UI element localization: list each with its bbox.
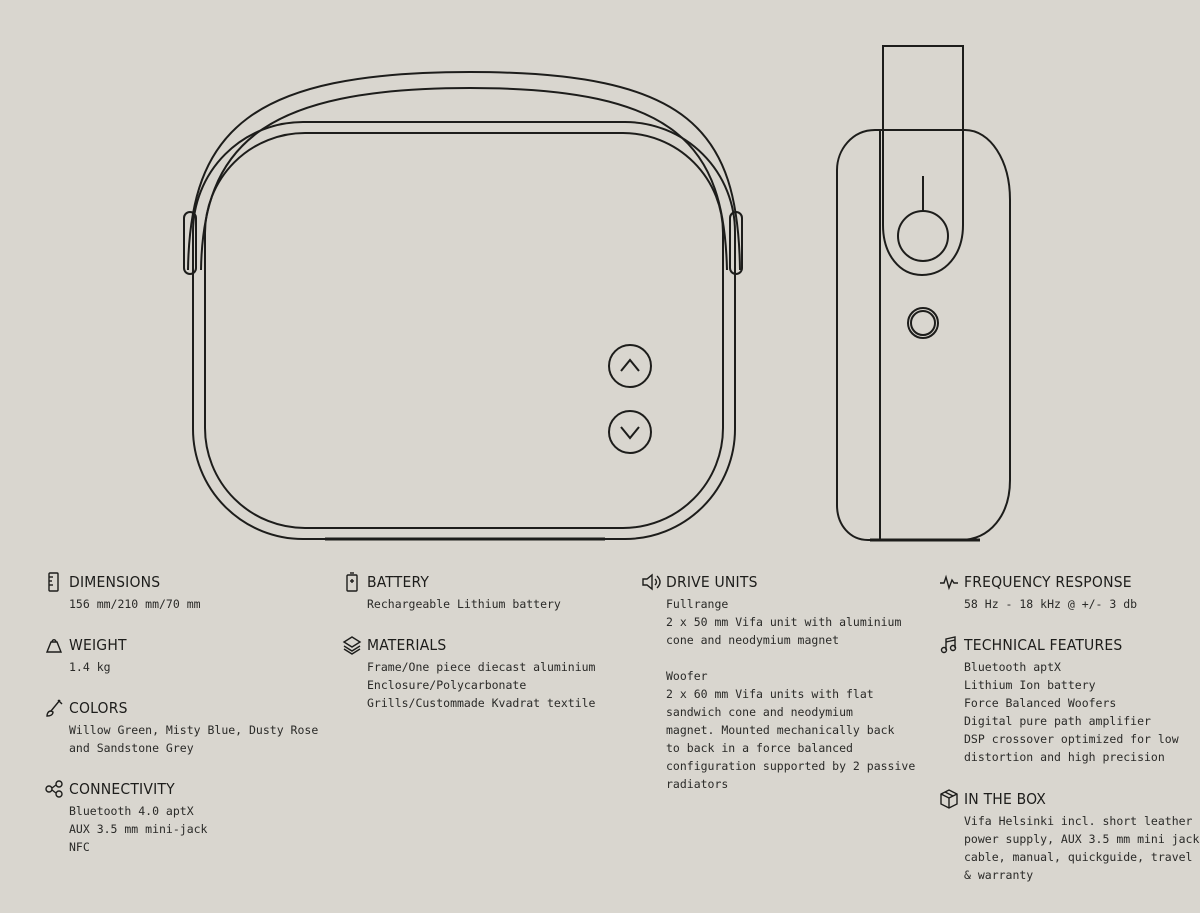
spec-in-the-box: IN THE BOX Vifa Helsinki incl. short lea… <box>940 788 1200 884</box>
spec-line: distortion and high precision <box>964 750 1165 764</box>
spec-line: Enclosure/Polycarbonate <box>367 678 527 692</box>
spec-line: 2 x 50 mm Vifa unit with aluminium <box>666 615 902 629</box>
spec-line: 1.4 kg <box>69 660 111 674</box>
spec-title: MATERIALS <box>367 636 447 654</box>
spec-line: 58 Hz - 18 kHz @ +/- 3 db <box>964 597 1138 611</box>
speaker-icon <box>640 571 662 593</box>
brush-icon <box>43 697 65 719</box>
spec-title: IN THE BOX <box>964 790 1047 808</box>
spec-title: CONNECTIVITY <box>69 780 175 798</box>
spec-technical-features: TECHNICAL FEATURES Bluetooth aptX Lithiu… <box>940 634 1179 766</box>
spec-line: radiators <box>666 777 729 791</box>
ruler-icon <box>43 571 65 593</box>
battery-icon <box>341 571 363 593</box>
network-icon <box>43 778 65 800</box>
spec-title: DRIVE UNITS <box>666 573 758 591</box>
layers-icon <box>341 634 363 656</box>
weight-icon <box>43 634 65 656</box>
spec-title: BATTERY <box>367 573 430 591</box>
spec-line: AUX 3.5 mm mini-jack <box>69 822 208 836</box>
spec-title: FREQUENCY RESPONSE <box>964 573 1132 591</box>
spec-line: cable, manual, quickguide, travel bag <box>964 850 1200 864</box>
box-icon <box>938 788 960 810</box>
volume-down-button-drawing <box>608 410 652 454</box>
spec-line: DSP crossover optimized for low <box>964 732 1179 746</box>
spec-line: Vifa Helsinki incl. short leather strap, <box>964 814 1200 828</box>
spec-line: cone and neodymium magnet <box>666 633 840 647</box>
spec-battery: BATTERY Rechargeable Lithium battery <box>346 571 561 613</box>
waveform-icon <box>938 571 960 593</box>
music-note-icon <box>938 634 960 656</box>
spec-line: Force Balanced Woofers <box>964 696 1117 710</box>
spec-line: magnet. Mounted mechanically back <box>666 723 895 737</box>
spec-connectivity: CONNECTIVITY Bluetooth 4.0 aptX AUX 3.5 … <box>45 778 208 856</box>
spec-drive-units: DRIVE UNITS Fullrange 2 x 50 mm Vifa uni… <box>642 571 916 793</box>
speaker-drawing <box>183 45 1011 542</box>
spec-line: NFC <box>69 840 90 854</box>
spec-line: to back in a force balanced <box>666 741 853 755</box>
spec-line: Willow Green, Misty Blue, Dusty Rose <box>69 723 319 737</box>
spec-dimensions: DIMENSIONS 156 mm/210 mm/70 mm <box>48 571 201 613</box>
spec-line: Bluetooth 4.0 aptX <box>69 804 194 818</box>
spec-colors: COLORS Willow Green, Misty Blue, Dusty R… <box>46 697 319 757</box>
volume-up-button-drawing <box>608 344 652 388</box>
spec-line: Woofer <box>666 669 708 683</box>
spec-line: power supply, AUX 3.5 mm mini jack <box>964 832 1200 846</box>
spec-title: DIMENSIONS <box>69 573 161 591</box>
spec-materials: MATERIALS Frame/One piece diecast alumin… <box>342 634 596 712</box>
spec-line: 156 mm/210 mm/70 mm <box>69 597 201 611</box>
spec-line: configuration supported by 2 passive <box>666 759 916 773</box>
speaker-side-view <box>836 45 1011 542</box>
spec-line: Frame/One piece diecast aluminium <box>367 660 596 674</box>
spec-line: sandwich cone and neodymium <box>666 705 853 719</box>
spec-line: Grills/Custommade Kvadrat textile <box>367 696 596 710</box>
spec-line: Bluetooth aptX <box>964 660 1061 674</box>
spec-frequency-response: FREQUENCY RESPONSE 58 Hz - 18 kHz @ +/- … <box>940 571 1138 613</box>
spec-weight: WEIGHT 1.4 kg <box>45 634 127 676</box>
spec-title: WEIGHT <box>69 636 127 654</box>
spec-line: and Sandstone Grey <box>69 741 194 755</box>
spec-line: Fullrange <box>666 597 729 611</box>
spec-title: TECHNICAL FEATURES <box>964 636 1123 654</box>
spec-line: Digital pure path amplifier <box>964 714 1151 728</box>
spec-line: & warranty <box>964 868 1034 882</box>
spec-title: COLORS <box>69 699 128 717</box>
spec-line: Rechargeable Lithium battery <box>367 597 561 611</box>
speaker-front-view <box>183 70 743 541</box>
spec-line: Lithium Ion battery <box>964 678 1096 692</box>
spec-line: 2 x 60 mm Vifa units with flat <box>666 687 874 701</box>
